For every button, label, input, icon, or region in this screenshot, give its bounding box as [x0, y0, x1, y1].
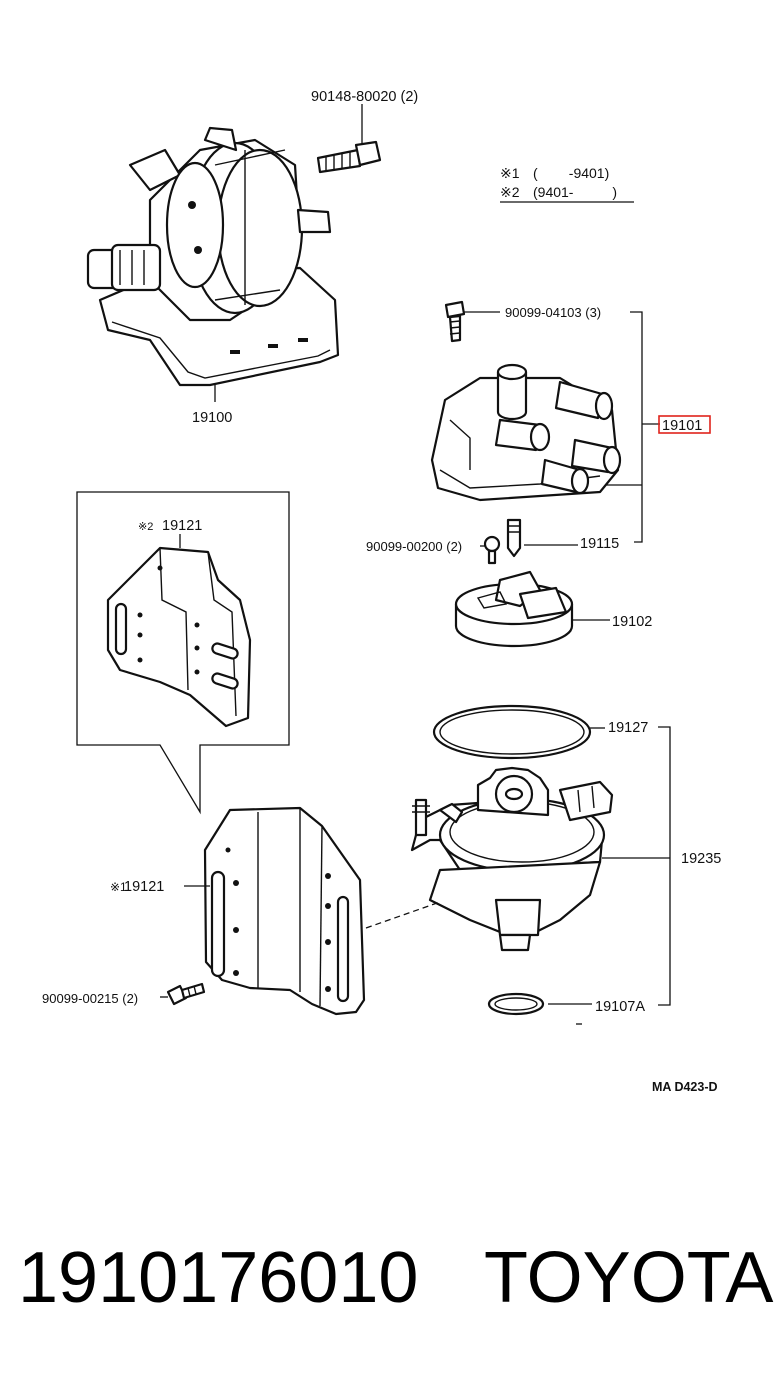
label-bolt-top: 90148-80020 (2) [311, 89, 418, 105]
inset-callout-frame [76, 491, 290, 815]
housing-illustration [410, 766, 614, 952]
label-cap-screw: 90099-04103 (3) [505, 305, 601, 320]
rotor-illustration [454, 570, 574, 648]
label-bracket: 19121 [124, 879, 164, 895]
note2-mark: ※2 [500, 184, 520, 200]
footer-brand: TOYOTA [484, 1238, 773, 1318]
bracket-bolt-illustration [166, 982, 206, 1006]
bracket-mark: ※1 [110, 880, 127, 894]
bracket-illustration [203, 806, 366, 1016]
label-distributor-assy: 19100 [192, 410, 232, 426]
label-rotor-screw: 90099-00200 (2) [366, 539, 462, 554]
carbon-brush-illustration [506, 518, 522, 558]
label-cap-assy: 19101 [662, 418, 702, 434]
notes-legend: ※1 ( -9401) ※2 (9401- ) [500, 165, 634, 203]
label-o-ring: 19107A [595, 999, 645, 1015]
label-bracket-bolt: 90099-00215 (2) [42, 991, 138, 1006]
note2-text: (9401- ) [533, 184, 617, 200]
label-cap-carbon: 19115 [580, 536, 619, 552]
figure-code: MA D423-D [652, 1080, 718, 1094]
label-gasket: 19127 [608, 720, 648, 736]
cap-assy-highlight [658, 415, 711, 434]
note1-text: ( -9401) [533, 165, 609, 181]
label-rotor: 19102 [612, 614, 652, 630]
cap-screw-illustration [444, 300, 466, 343]
distributor-assembly-illustration [86, 126, 340, 387]
label-bracket-inset: 19121 [162, 518, 202, 534]
gasket-illustration [432, 704, 592, 760]
label-housing: 19235 [681, 851, 721, 867]
footer-part-number: 1910176010 [18, 1238, 418, 1318]
inset-bracket-illustration [106, 546, 252, 728]
inset-bracket-mark: ※2 [138, 521, 153, 533]
bolt-90148-illustration [316, 140, 382, 174]
note1-mark: ※1 [500, 165, 520, 181]
distributor-cap-illustration [430, 363, 622, 502]
o-ring-illustration [487, 992, 545, 1016]
rotor-screw-illustration [483, 535, 501, 565]
